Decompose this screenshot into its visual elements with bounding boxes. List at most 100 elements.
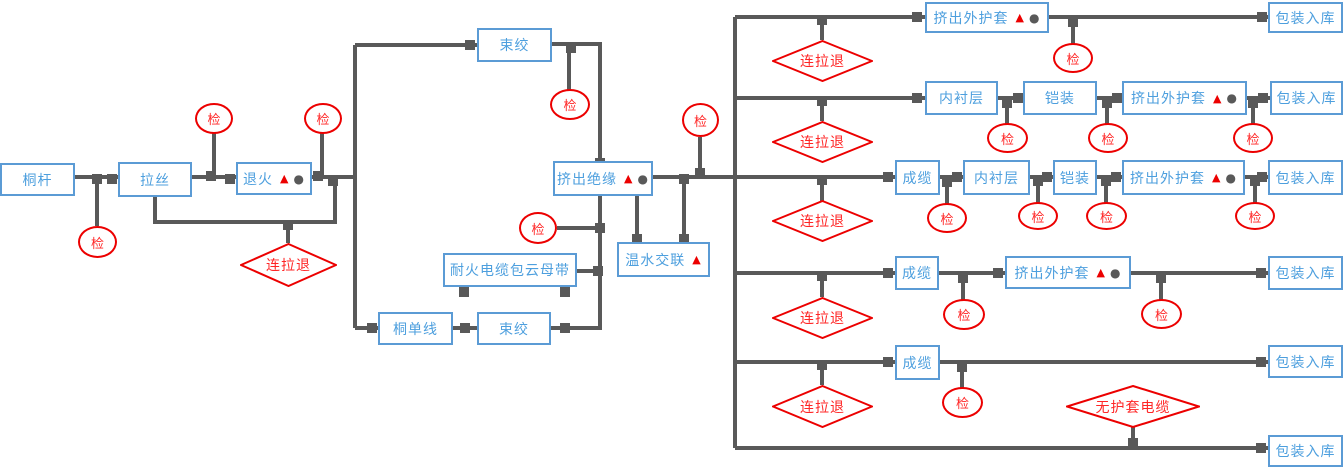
connector-junction — [1042, 172, 1052, 182]
connector-line — [733, 17, 737, 448]
circle-marker-icon: ● — [1226, 91, 1238, 105]
decision-diamond-draw-anneal-left: 连拉退 — [240, 243, 337, 287]
connector-junction — [206, 171, 216, 181]
connector-junction — [817, 271, 827, 281]
connector-junction — [883, 172, 893, 182]
connector-line — [820, 273, 824, 297]
inspection-oval-r5: 检 — [942, 387, 983, 418]
connector-line — [735, 271, 895, 275]
decision-diamond-draw-anneal-r3-label: 连拉退 — [800, 214, 845, 230]
process-box-r3-inner-lining: 内衬层 — [963, 160, 1030, 195]
process-box-r4-packaging-label: 包装入库 — [1275, 266, 1336, 282]
connector-junction — [1102, 98, 1112, 108]
connector-junction — [283, 220, 293, 230]
connector-junction — [459, 287, 469, 297]
process-box-copper-rod-label: 桐杆 — [22, 172, 53, 189]
connector-junction — [1128, 438, 1138, 448]
decision-diamond-draw-anneal-r5: 连拉退 — [772, 385, 873, 428]
decision-diamond-draw-anneal-r4: 连拉退 — [772, 297, 873, 339]
connector-line — [939, 271, 1005, 275]
connector-junction — [1256, 268, 1266, 278]
connector-line — [1036, 179, 1040, 203]
diamond-outline — [772, 385, 873, 428]
process-box-fire-resistant-mica-tape-label: 耐火电缆包云母带 — [450, 263, 570, 279]
process-box-r3-armoring: 铠装 — [1053, 160, 1097, 195]
connector-junction — [560, 287, 570, 297]
process-box-wire-drawing: 拉丝 — [118, 162, 192, 197]
connector-line — [1104, 179, 1108, 203]
inspection-oval-4-label: 检 — [563, 99, 577, 114]
connector-junction — [912, 93, 922, 103]
process-box-r1-extrude-outer-sheath: 挤出外护套▲● — [925, 2, 1049, 33]
connector-junction — [679, 174, 689, 184]
connector-line — [333, 179, 337, 222]
connector-junction — [632, 234, 642, 244]
process-box-r2-inner-lining: 内衬层 — [925, 81, 998, 115]
connector-junction — [1033, 176, 1043, 186]
connector-line — [735, 96, 925, 100]
connector-junction — [1002, 98, 1012, 108]
process-box-r2-packaging: 包装入库 — [1270, 81, 1343, 115]
decision-diamond-draw-anneal-r1-label: 连拉退 — [800, 54, 845, 70]
inspection-oval-r4a-label: 检 — [957, 309, 971, 324]
process-box-r4-packaging: 包装入库 — [1268, 256, 1343, 290]
connector-line — [682, 179, 686, 242]
connector-junction — [958, 273, 968, 283]
connector-junction — [1257, 172, 1267, 182]
process-box-extrude-insulation: 挤出绝缘▲● — [553, 161, 653, 196]
triangle-marker-icon: ▲ — [1015, 11, 1025, 24]
decision-diamond-draw-anneal-left-label: 连拉退 — [266, 258, 311, 274]
connector-junction — [1101, 176, 1111, 186]
process-box-r3-inner-lining-label: 内衬层 — [974, 170, 1019, 187]
connector-junction — [912, 12, 922, 22]
connector-junction — [883, 268, 893, 278]
connector-junction — [328, 176, 338, 186]
connector-line — [698, 137, 702, 177]
process-box-r5-cabling: 成缆 — [895, 345, 940, 380]
circle-marker-icon: ● — [1028, 10, 1041, 25]
connector-line — [1105, 100, 1109, 124]
connector-junction — [1156, 273, 1166, 283]
inspection-oval-r3d-label: 检 — [1248, 210, 1262, 226]
connector-line — [286, 222, 290, 243]
process-box-r5-packaging-label: 包装入库 — [1275, 354, 1336, 371]
process-box-bunching-top-label: 束绞 — [499, 38, 530, 54]
decision-diamond-draw-anneal-r3: 连拉退 — [772, 200, 873, 242]
inspection-oval-r3c: 检 — [1086, 202, 1127, 230]
connector-line — [820, 362, 824, 385]
inspection-oval-r3a: 检 — [927, 203, 967, 233]
connector-junction — [595, 223, 605, 233]
process-box-bunching-top: 束绞 — [477, 28, 552, 62]
connector-line — [735, 360, 895, 364]
triangle-marker-icon: ▲ — [1213, 91, 1223, 105]
decision-diamond-draw-anneal-r4-label: 连拉退 — [800, 311, 845, 327]
connector-line — [635, 196, 639, 242]
inspection-oval-r1-label: 检 — [1066, 52, 1080, 68]
process-box-copper-rod: 桐杆 — [0, 163, 75, 196]
decision-diamond-unsheathed-cable: 无护套电缆 — [1066, 385, 1200, 428]
connector-line — [820, 98, 824, 121]
inspection-oval-4: 检 — [550, 89, 590, 120]
connector-junction — [883, 357, 893, 367]
diamond-outline — [240, 243, 337, 287]
process-box-r4-cabling-label: 成缆 — [902, 266, 932, 282]
connector-junction — [460, 323, 470, 333]
connector-line — [155, 220, 337, 224]
connector-line — [577, 269, 602, 273]
triangle-marker-icon: ▲ — [1212, 171, 1222, 184]
inspection-oval-1: 检 — [78, 226, 117, 258]
process-box-r2-armoring: 铠装 — [1023, 81, 1097, 115]
connector-line — [1071, 19, 1075, 44]
connector-junction — [1258, 93, 1268, 103]
connector-line — [1159, 275, 1163, 300]
connector-junction — [817, 175, 827, 185]
connector-junction — [1013, 93, 1023, 103]
connector-line — [1251, 100, 1255, 124]
connector-line — [355, 43, 477, 47]
connector-line — [557, 226, 602, 230]
connector-junction — [817, 96, 827, 106]
connector-line — [355, 326, 378, 330]
inspection-oval-r5-label: 检 — [955, 397, 969, 412]
circle-marker-icon: ● — [637, 171, 649, 186]
